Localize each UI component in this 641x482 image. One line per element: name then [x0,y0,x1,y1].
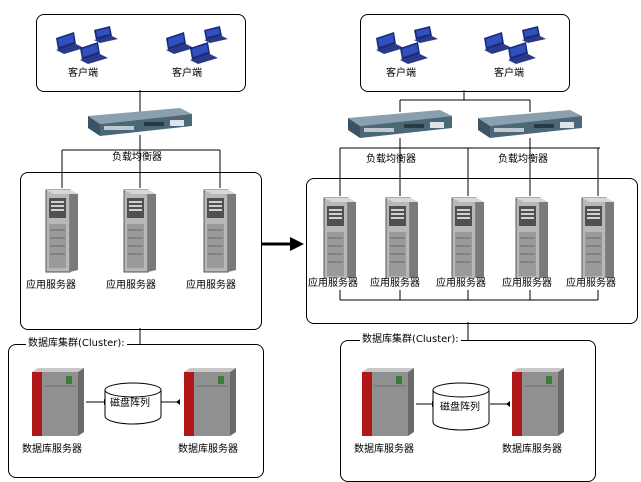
laptop-group-icon [164,26,230,68]
db-server-icon [358,366,416,442]
laptop-group-icon [54,26,120,68]
app-server-label: 应用服务器 [106,280,156,291]
load-balancer-icon [474,110,586,144]
db-server-label: 数据库服务器 [178,444,238,455]
db-server-label: 数据库服务器 [22,444,82,455]
db-server-icon [180,366,238,442]
app-server-icon [384,196,420,286]
left-client-group-box [36,14,246,92]
app-server-label: 应用服务器 [566,278,616,290]
client-label: 客户端 [68,68,98,79]
transition-arrow [262,237,304,251]
app-server-label: 应用服务器 [186,280,236,291]
cluster-title: 数据库集群(Cluster): [360,334,461,346]
db-server-label: 数据库服务器 [354,444,414,455]
load-balancer-label: 负载均衡器 [112,152,162,163]
app-server-label: 应用服务器 [26,280,76,291]
load-balancer-icon [344,110,456,144]
disk-array-label: 磁盘阵列 [110,398,150,409]
app-server-label: 应用服务器 [370,278,420,290]
app-server-icon [322,196,358,286]
db-server-icon [28,366,86,442]
disk-array-icon [104,382,162,430]
load-balancer-icon [84,108,196,142]
app-server-label: 应用服务器 [502,278,552,290]
client-label: 客户端 [386,68,416,79]
laptop-group-icon [482,26,548,68]
cluster-title: 数据库集群(Cluster): [26,338,127,350]
app-server-icon [44,188,80,278]
db-server-label: 数据库服务器 [502,444,562,455]
app-server-icon [450,196,486,286]
app-server-icon [514,196,550,286]
app-server-icon [122,188,158,278]
app-server-label: 应用服务器 [436,278,486,290]
disk-array-label: 磁盘阵列 [440,402,480,413]
client-label: 客户端 [172,68,202,79]
load-balancer-label: 负载均衡器 [498,154,548,165]
client-label: 客户端 [494,68,524,79]
load-balancer-label: 负载均衡器 [366,154,416,165]
app-server-label: 应用服务器 [308,278,358,290]
app-server-icon [580,196,616,286]
app-server-icon [202,188,238,278]
disk-array-icon [432,382,490,436]
db-server-icon [508,366,566,442]
laptop-group-icon [374,26,440,68]
